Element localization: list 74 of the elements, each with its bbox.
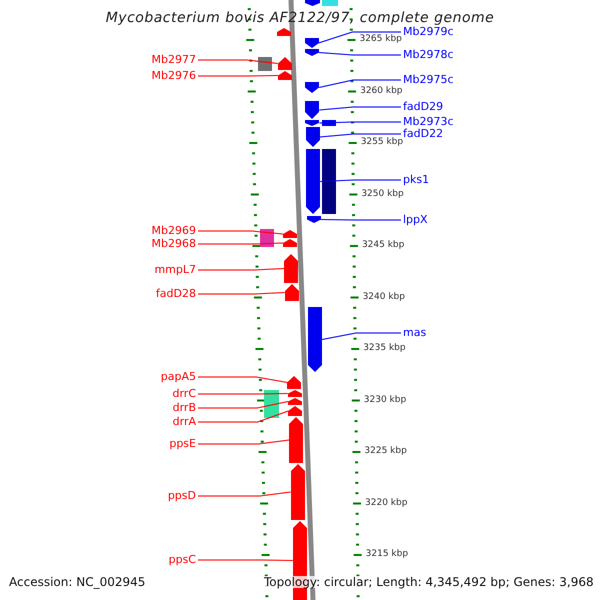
- leader-line: [198, 75, 279, 76]
- leader-line: [320, 219, 402, 220]
- gene-label: fadD29: [403, 101, 444, 112]
- gene-feature: [284, 284, 299, 301]
- gene-label: Mb2975c: [403, 74, 454, 85]
- gene-label: mas: [403, 327, 426, 338]
- gene-feature: [304, 38, 319, 48]
- leader-line: [198, 242, 284, 244]
- leader-line: [318, 106, 402, 110]
- gene-label: lppX: [403, 214, 428, 225]
- gene-label: ppsC: [168, 554, 196, 565]
- gene-label: pks1: [403, 174, 430, 185]
- scale-label: 3250 kbp: [361, 190, 404, 198]
- gene-label: mmpL7: [154, 264, 196, 275]
- gene-feature: [278, 57, 292, 70]
- gene-label: Mb2977: [152, 54, 196, 65]
- leader-line: [318, 32, 402, 44]
- leader-line: [198, 440, 290, 444]
- gene-label: Mb2968: [152, 238, 196, 249]
- gene-feature: [306, 149, 320, 214]
- scale-label: 3220 kbp: [365, 498, 408, 508]
- leader-line: [198, 230, 284, 234]
- scale-label: 3235 kbp: [363, 344, 406, 353]
- gene-label: drrA: [172, 416, 196, 427]
- gene-label: Mb2976: [152, 70, 196, 81]
- gene-label: Mb2969: [152, 225, 196, 236]
- gene-feature: [287, 376, 302, 389]
- scale-label: 3260 kbp: [360, 86, 402, 96]
- leader-line: [198, 292, 286, 294]
- scale-label: 3215 kbp: [366, 550, 408, 559]
- gene-label: ppsE: [169, 438, 196, 449]
- leader-line: [198, 492, 292, 496]
- accession-text: Accession: NC_002945: [9, 576, 146, 588]
- leader-line: [320, 180, 402, 182]
- leader-line: [322, 332, 402, 340]
- gene-feature: [283, 230, 298, 238]
- leader-line: [198, 401, 289, 408]
- scale-label: 3255 kbp: [360, 138, 404, 147]
- title: Mycobacterium bovis AF2122/97, complete genome: [104, 11, 496, 25]
- gene-feature: [290, 464, 305, 520]
- gene-feature: [306, 216, 321, 223]
- gene-label: drrB: [172, 402, 196, 413]
- scale-label: 3245 kbp: [362, 241, 404, 250]
- gene-label: papA5: [160, 371, 196, 382]
- gene-label: Mb2979c: [403, 26, 454, 37]
- gene-label: fadD28: [156, 288, 196, 299]
- gene-feature: [284, 254, 298, 283]
- gene-label: Mb2973c: [403, 116, 454, 127]
- gene-feature: [283, 239, 298, 247]
- gene-label: ppsD: [168, 490, 196, 501]
- leader-line: [198, 60, 278, 64]
- leader-line: [318, 52, 402, 56]
- scale-label: 3230 kbp: [364, 396, 406, 404]
- gene-feature: [288, 398, 302, 405]
- gene-feature: [304, 49, 319, 56]
- scale-label: 3225 kbp: [364, 447, 407, 456]
- gene-feature: [308, 307, 322, 372]
- leader-line: [318, 122, 402, 124]
- gene-label: drrC: [172, 388, 196, 399]
- genome-summary-text: Topology: circular; Length: 4,345,492 bp; Genes: 3,968: [264, 576, 594, 588]
- gene-feature: [288, 390, 302, 397]
- leader-line: [198, 376, 288, 383]
- leader-line: [318, 80, 402, 88]
- gene-feature: [305, 82, 320, 93]
- leader-line: [319, 134, 402, 138]
- gene-label: fadD22: [403, 128, 444, 139]
- scale-label: 3240 kbp: [362, 292, 405, 302]
- leader-line: [198, 393, 288, 394]
- leader-line: [198, 268, 285, 270]
- gene-feature: [278, 71, 292, 80]
- leader-line: [198, 410, 289, 422]
- leader-line: [198, 560, 294, 561]
- gene-label: Mb2978c: [403, 49, 454, 60]
- scale-label: 3265 kbp: [359, 35, 402, 44]
